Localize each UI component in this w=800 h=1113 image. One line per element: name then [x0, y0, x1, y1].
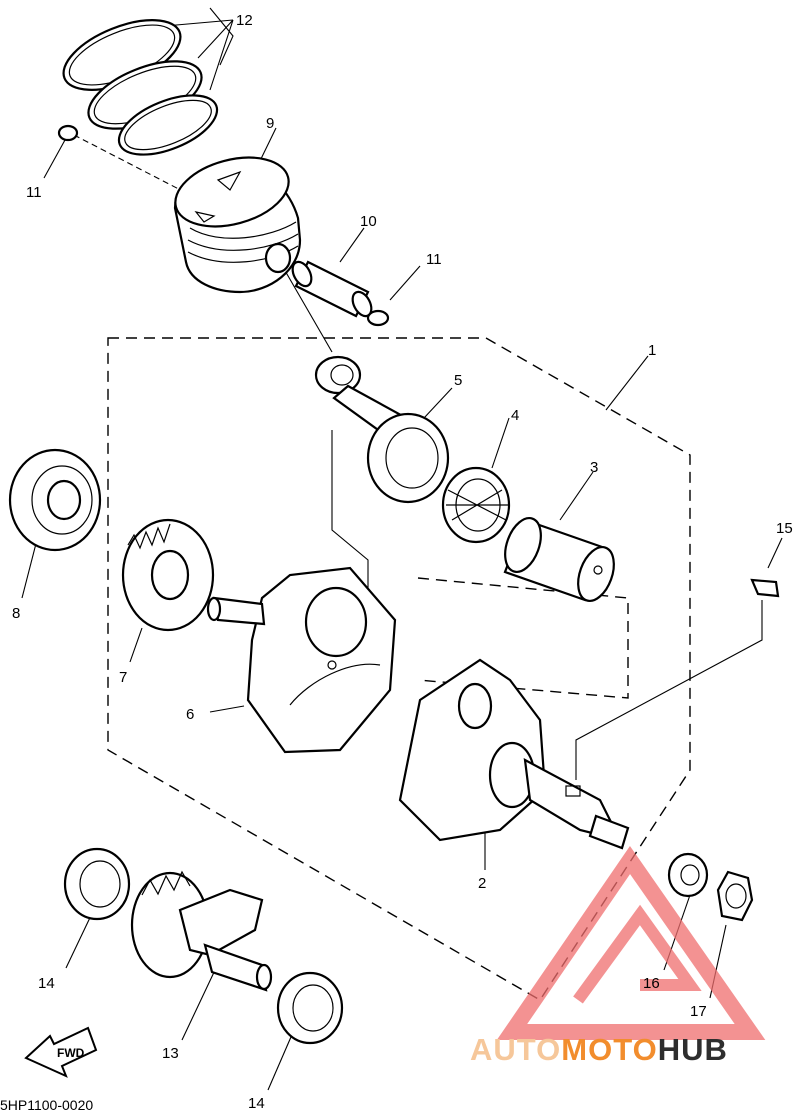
balancer-shaft: [130, 870, 273, 992]
watermark-word-moto: MOTO: [561, 1032, 657, 1067]
woodruff-key: [750, 578, 780, 598]
washer: [667, 852, 709, 898]
watermark-inner: [573, 904, 702, 1004]
callout: 13: [162, 1045, 179, 1062]
crankshaft-right: [398, 658, 630, 850]
fwd-label: FWD: [57, 1046, 85, 1060]
fwd-arrow-icon: FWD: [24, 1026, 98, 1078]
crankshaft-assembly-boundary: [107, 337, 691, 1001]
callout: 5: [454, 372, 462, 389]
watermark-logo-icon: [496, 845, 766, 1040]
leader-lines: [21, 7, 783, 1091]
callout: 8: [12, 605, 20, 622]
bearing-left: [8, 448, 102, 552]
callout: 1: [648, 342, 656, 359]
callout: 4: [511, 407, 519, 424]
crank-pin-group-bracket: [417, 577, 629, 699]
callout: 12: [236, 12, 253, 29]
callout: 14: [38, 975, 55, 992]
callout: 7: [119, 669, 127, 686]
nut: [716, 870, 754, 922]
callout: 14: [248, 1095, 265, 1112]
needle-bearing: [441, 466, 511, 544]
connecting-rod: [314, 355, 450, 504]
bearing-lower-left: [63, 847, 131, 921]
callout: 10: [360, 213, 377, 230]
crankshaft-left: [206, 566, 397, 754]
diagram-code: 5HP1100-0020: [0, 1097, 93, 1113]
watermark-word-auto: AUTO: [470, 1032, 561, 1067]
callout-numbers: 1 2 3 4 5 6 7 8 9 10 11 11 12 13 14 14 1…: [12, 12, 793, 1112]
callout: 16: [643, 975, 660, 992]
watermark-word-hub: HUB: [658, 1032, 728, 1067]
callout: 11: [426, 251, 442, 268]
callout: 2: [478, 875, 486, 892]
callout: 17: [690, 1003, 707, 1020]
piston-pin-clips: [57, 124, 390, 327]
callout: 11: [26, 184, 42, 201]
callout: 9: [266, 115, 274, 132]
callout: 6: [186, 706, 194, 723]
watermark-text: AUTOMOTOHUB: [470, 1032, 728, 1067]
crank-gear: [121, 518, 215, 632]
callout: 15: [776, 520, 793, 537]
crank-pin: [503, 517, 615, 602]
piston: [173, 156, 302, 294]
piston-rings: [62, 19, 219, 156]
bearing-lower-right: [276, 971, 344, 1045]
callout: 3: [590, 459, 598, 476]
watermark-triangle: [496, 845, 766, 1040]
piston-pin: [291, 260, 373, 318]
